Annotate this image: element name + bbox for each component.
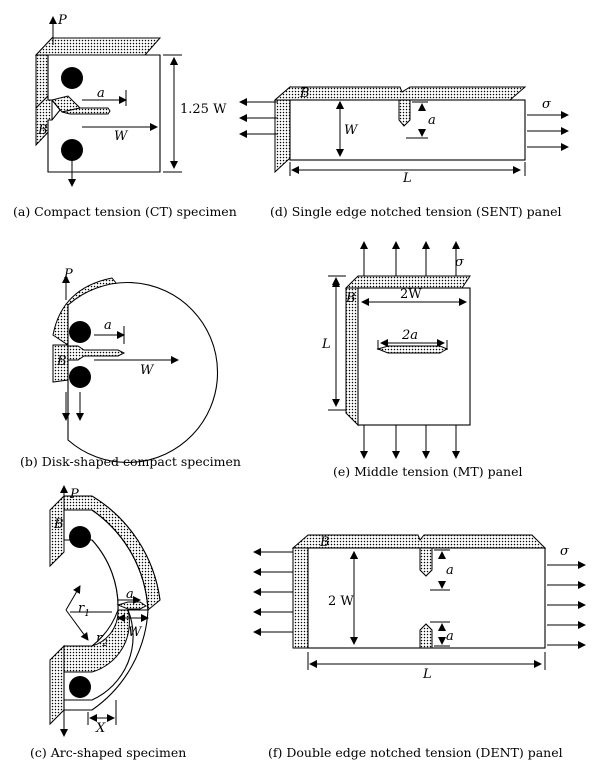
arc-label-a: a — [126, 587, 134, 602]
disk-label-b: B — [56, 354, 67, 369]
dent-panel-diagram: B σ a a 2 W L (f) Double edge notched te… — [253, 534, 586, 760]
mt-label-sigma: σ — [455, 255, 465, 270]
sent-panel-diagram: B W a σ L (d) Single edge notched tensio… — [239, 85, 569, 219]
disk-label-p: P — [63, 267, 73, 282]
ct-label-b: B — [37, 123, 48, 138]
ct-label-height: 1.25 W — [180, 102, 227, 117]
ct-label-a: a — [97, 86, 105, 101]
caption-c: (c) Arc-shaped specimen — [30, 745, 186, 760]
disk-specimen-diagram: P a W B (b) Disk-shaped compact specimen — [20, 267, 241, 469]
ct-specimen-diagram: P a W B 1.25 W (a) Compact tension (CT) … — [13, 13, 237, 219]
sent-label-a: a — [428, 113, 436, 128]
arc-specimen-diagram: P B r1 r2 a W X (c) Arc-shaped specimen — [30, 485, 186, 760]
sent-label-b: B — [299, 86, 310, 101]
mt-label-l: L — [321, 337, 331, 352]
caption-b: (b) Disk-shaped compact specimen — [20, 454, 241, 469]
sent-label-w: W — [344, 123, 359, 138]
caption-d: (d) Single edge notched tension (SENT) p… — [270, 204, 562, 219]
dent-label-a-top: a — [446, 563, 454, 578]
mt-label-2a: 2a — [401, 328, 418, 343]
arc-label-p: P — [69, 487, 79, 502]
arc-label-r2: r2 — [96, 631, 108, 649]
disk-label-w: W — [140, 363, 155, 378]
arc-label-b: B — [53, 517, 64, 532]
mt-label-b: B — [345, 291, 356, 306]
caption-e: (e) Middle tension (MT) panel — [333, 464, 523, 479]
dent-label-b: B — [319, 535, 330, 550]
sent-label-l: L — [402, 171, 412, 186]
ct-label-w: W — [114, 129, 129, 144]
dent-label-l: L — [422, 667, 432, 682]
arc-label-r1: r1 — [78, 601, 90, 619]
arc-label-x: X — [95, 721, 106, 736]
sent-label-sigma: σ — [542, 97, 552, 112]
mt-label-2w: 2W — [400, 287, 422, 302]
arc-label-w: W — [128, 625, 143, 640]
disk-label-a: a — [104, 318, 112, 333]
caption-f: (f) Double edge notched tension (DENT) p… — [268, 745, 563, 760]
dent-label-sigma: σ — [560, 544, 570, 559]
caption-a: (a) Compact tension (CT) specimen — [13, 204, 237, 219]
dent-label-2w: 2 W — [328, 594, 354, 609]
dent-label-a-bottom: a — [446, 629, 454, 644]
mt-panel-diagram: B σ 2W 2a L (e) Middle tension (MT) pane… — [321, 241, 523, 479]
ct-label-p: P — [57, 13, 67, 28]
